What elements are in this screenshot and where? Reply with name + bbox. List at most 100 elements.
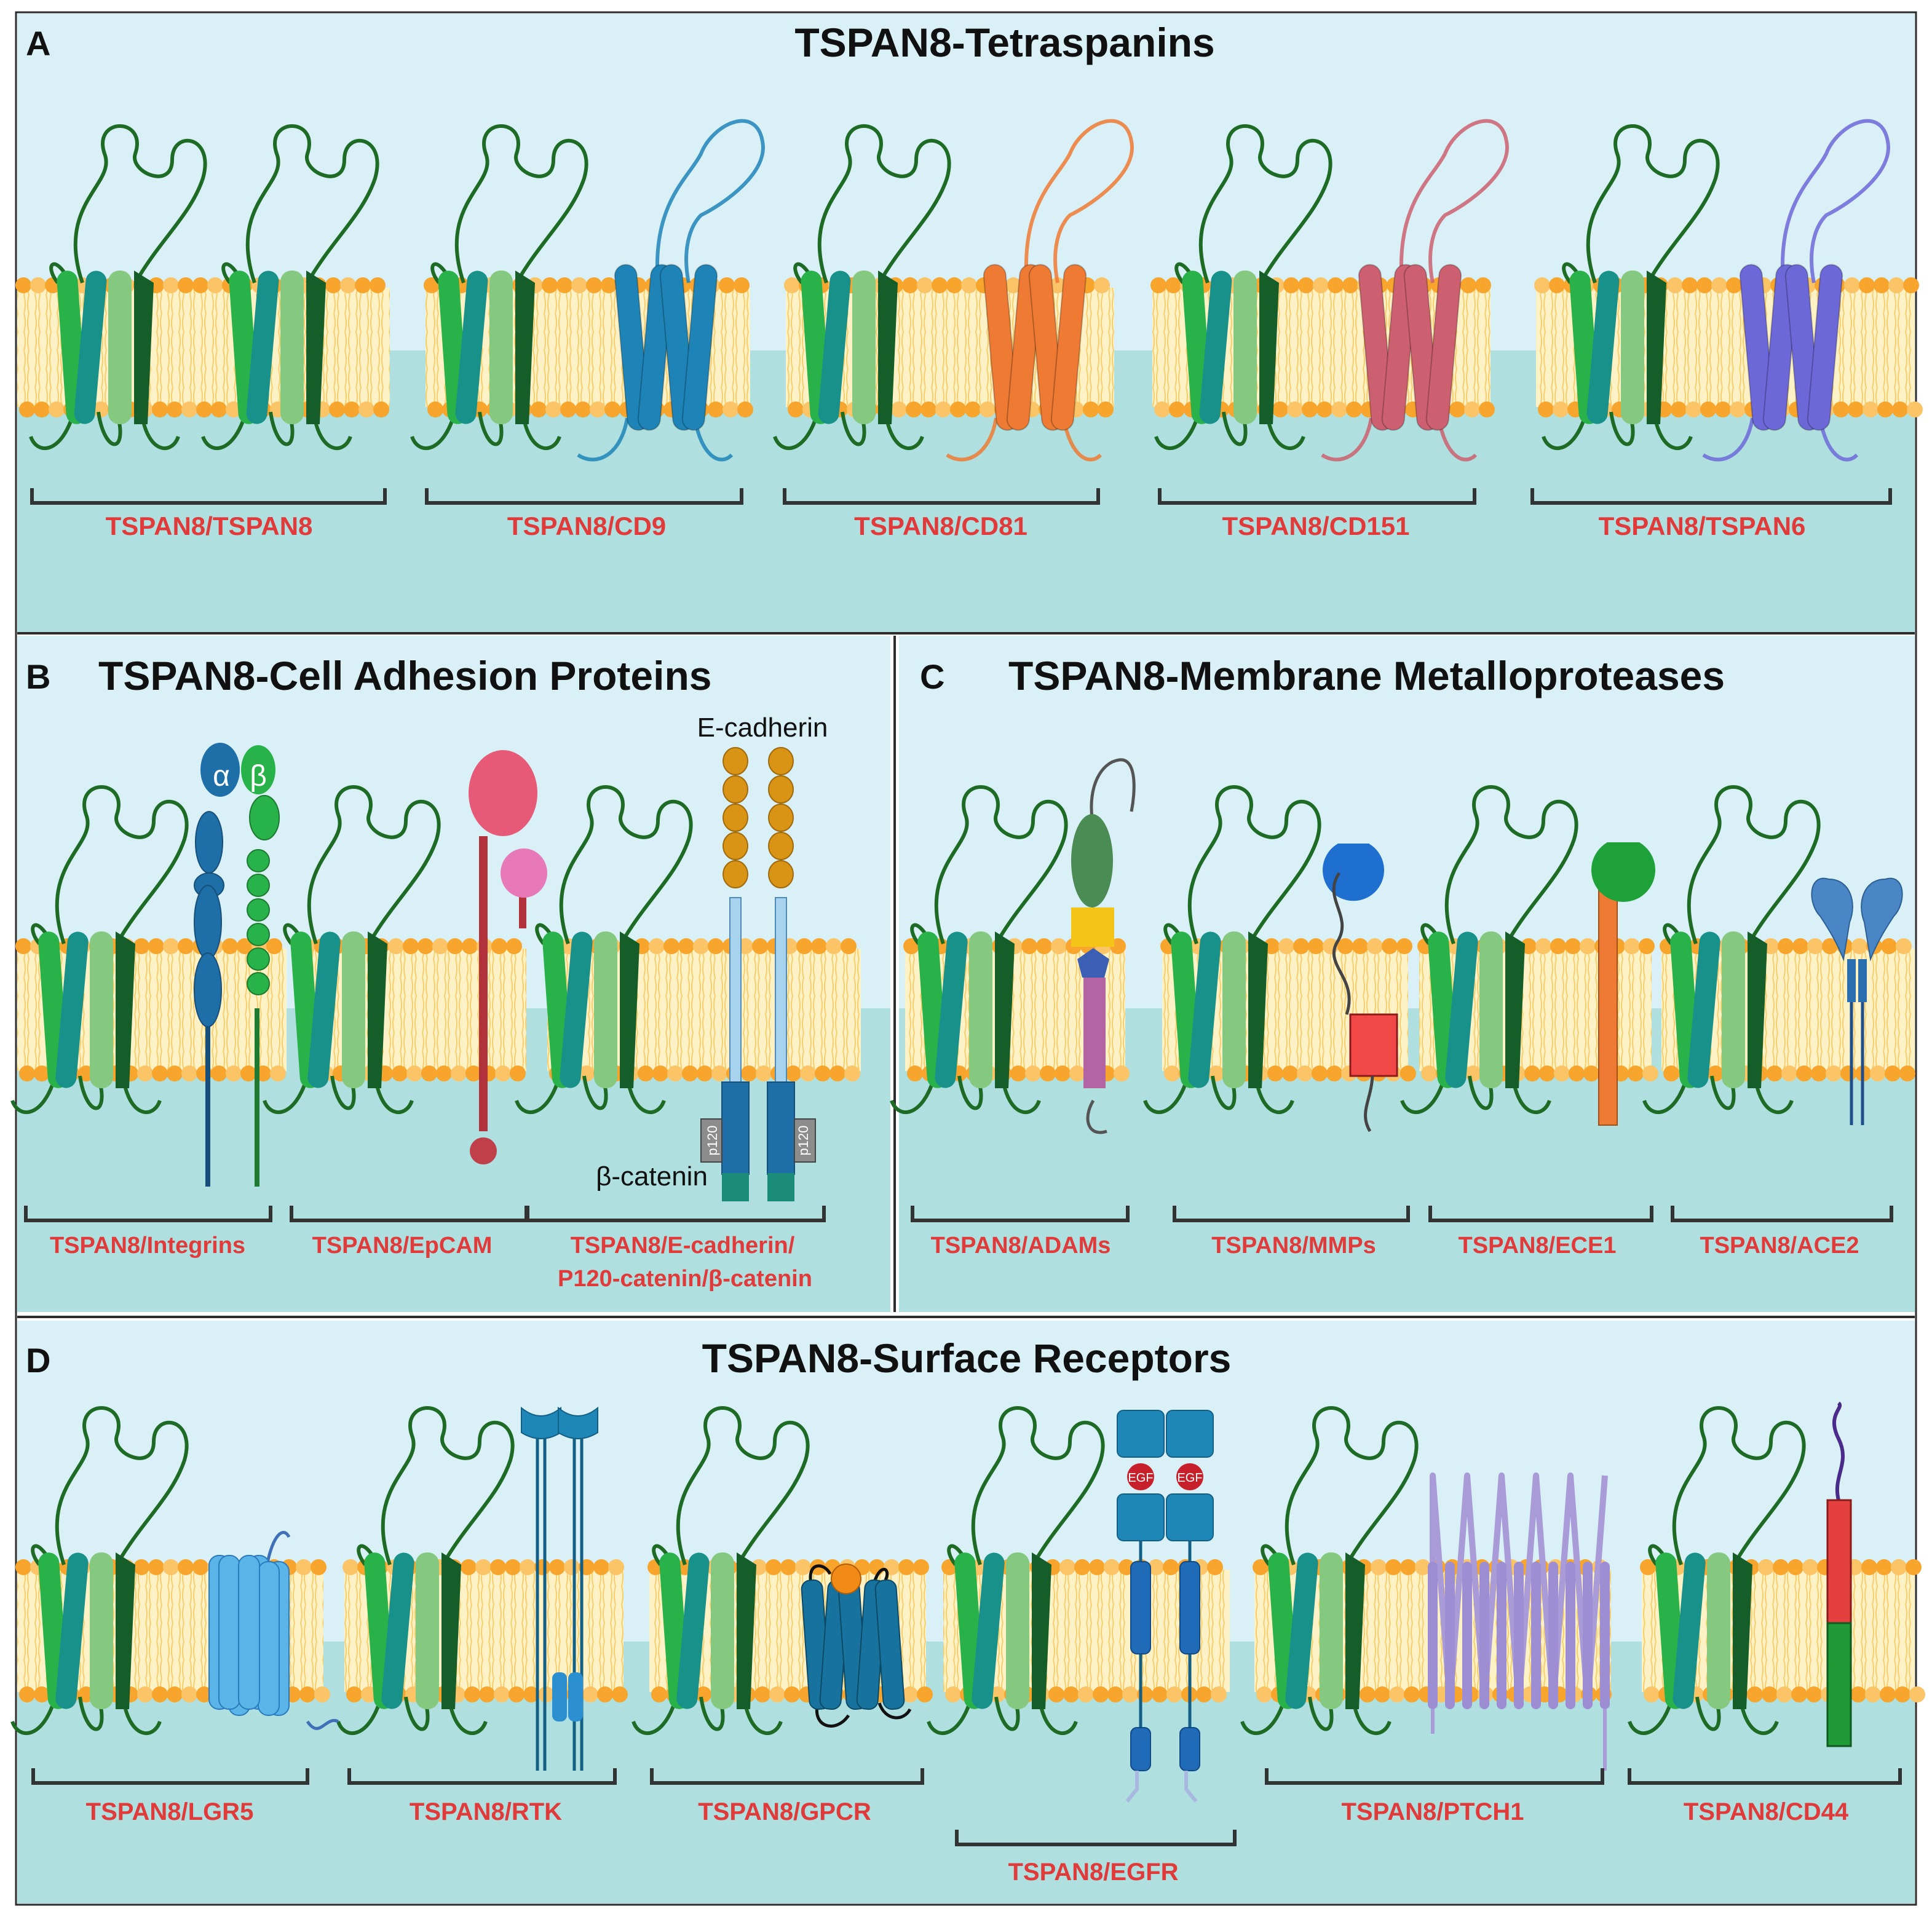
lipid-head xyxy=(1762,1686,1778,1702)
lipid-head xyxy=(708,401,724,417)
e-cadherin-transmembrane xyxy=(729,897,742,1083)
mmp-catalytic-domain xyxy=(1323,844,1384,901)
lipid-head xyxy=(1396,938,1412,954)
pair-label-tspan8-cd44: TSPAN8/CD44 xyxy=(1684,1798,1849,1825)
cd44-intracellular-domain xyxy=(1826,1622,1852,1747)
lipid-head xyxy=(1781,1065,1797,1081)
p120-label-left: p120 xyxy=(705,1126,720,1156)
lipid-head xyxy=(152,1065,168,1081)
tspan8-c-tail xyxy=(140,411,180,450)
epcam-protein xyxy=(469,750,547,1164)
tspan8-c-tail xyxy=(121,1075,162,1114)
tspan8-intracellular-loop xyxy=(404,1696,430,1731)
lipid-head xyxy=(752,938,768,954)
lipid-head xyxy=(1404,1686,1420,1702)
lipid-head xyxy=(950,401,966,417)
lipid-head xyxy=(1211,1686,1227,1702)
lipid-head xyxy=(520,1559,536,1575)
tspan8-c-tail xyxy=(884,411,924,450)
lipid-head xyxy=(531,401,547,417)
egfr-domain-1 xyxy=(1117,1410,1165,1458)
lipid-head xyxy=(15,938,31,954)
lipid-head xyxy=(1078,1686,1094,1702)
lipid-head xyxy=(1059,1559,1075,1575)
lipid-head xyxy=(1891,1559,1907,1575)
partner-extracellular-loop xyxy=(655,119,765,283)
lipid-head xyxy=(1154,401,1170,417)
egfr-c-tail xyxy=(1184,1771,1198,1803)
lipid-head xyxy=(1196,1686,1212,1702)
tspan8-helix-4 xyxy=(620,931,639,1088)
lipid-head xyxy=(311,1559,327,1575)
adam-c-tail xyxy=(1086,1099,1107,1134)
lipid-head xyxy=(961,277,977,293)
tspan6-protein xyxy=(1702,119,1890,462)
tspan8-n-tail xyxy=(515,1075,561,1115)
lipid-head xyxy=(226,401,242,417)
partner-extracellular-loop xyxy=(1399,119,1509,283)
ece1-protein xyxy=(1591,842,1655,1126)
lipid-head xyxy=(1840,1065,1856,1081)
tspan8-helix-3 xyxy=(1320,1552,1343,1709)
lipid-head xyxy=(1565,938,1581,954)
lipid-head xyxy=(133,938,149,954)
partner-n-tail xyxy=(1702,417,1754,462)
integrin-beta-domain xyxy=(247,898,270,922)
tspan8-intracellular-loop xyxy=(841,411,866,446)
bracket-tspan8-ece1 xyxy=(1428,1206,1653,1222)
tspan8-c-tail xyxy=(1265,411,1305,450)
lipid-head xyxy=(1293,938,1309,954)
lipid-head xyxy=(222,938,238,954)
e-cadherin-complex xyxy=(700,747,816,1201)
lipid-head xyxy=(1896,938,1912,954)
ptch1-helix xyxy=(1479,1562,1489,1709)
lipid-head xyxy=(325,277,341,293)
tspan8-n-tail xyxy=(890,1075,936,1115)
lipid-head xyxy=(841,938,857,954)
rtk-kinase-right xyxy=(568,1672,583,1721)
lipid-head xyxy=(1844,277,1860,293)
lipid-head xyxy=(1371,1559,1387,1575)
partner-extracellular-loop xyxy=(1780,119,1890,283)
lipid-head xyxy=(491,938,507,954)
lipid-head xyxy=(612,1686,628,1702)
protein-layer xyxy=(10,119,1903,1803)
lipid-head xyxy=(1152,1686,1168,1702)
lipid-head xyxy=(800,1065,816,1081)
lipid-head xyxy=(1580,938,1596,954)
lipid-head xyxy=(1726,277,1742,293)
lipid-head xyxy=(1807,938,1823,954)
partner-n-tail xyxy=(946,417,998,462)
tspan8-helix-2 xyxy=(1285,1552,1318,1709)
cd44-extracellular-domain xyxy=(1826,1499,1852,1624)
lipid-head xyxy=(1850,1686,1866,1702)
integrin-beta-domain xyxy=(247,947,270,971)
tspan8-extracellular-loop xyxy=(1187,785,1321,945)
lipid-head xyxy=(898,1559,914,1575)
ace2-dimer xyxy=(1811,877,1903,1125)
lipid-head xyxy=(1074,1559,1090,1575)
lipid-head xyxy=(181,1065,197,1081)
lipid-head xyxy=(358,401,374,417)
egfr-transmembrane xyxy=(1130,1561,1151,1654)
lipid-head xyxy=(1256,1686,1272,1702)
lipid-head xyxy=(1069,1065,1085,1081)
lipid-head xyxy=(49,401,65,417)
lipid-head xyxy=(373,401,389,417)
lipid-head xyxy=(178,277,194,293)
tspan8-intracellular-loop xyxy=(78,1075,104,1110)
lipid-head xyxy=(1400,1065,1416,1081)
integrin-alpha-domain xyxy=(194,885,222,960)
lipid-head xyxy=(192,1559,208,1575)
tspan8-intracellular-loop xyxy=(1710,1075,1736,1110)
tspan8-helix-2 xyxy=(1687,931,1720,1088)
egfr-kinase-domain xyxy=(1130,1727,1151,1771)
tspan8-n-tail xyxy=(927,1696,973,1736)
e-cadherin-domain xyxy=(768,860,794,888)
lipid-head xyxy=(1302,401,1318,417)
ece1-catalytic-domain xyxy=(1591,842,1655,903)
lipid-head xyxy=(1553,401,1569,417)
lipid-head xyxy=(604,401,620,417)
egfr-transmembrane xyxy=(1179,1561,1200,1654)
pair-label-tspan8-tspan6: TSPAN8/TSPAN6 xyxy=(1599,512,1806,540)
